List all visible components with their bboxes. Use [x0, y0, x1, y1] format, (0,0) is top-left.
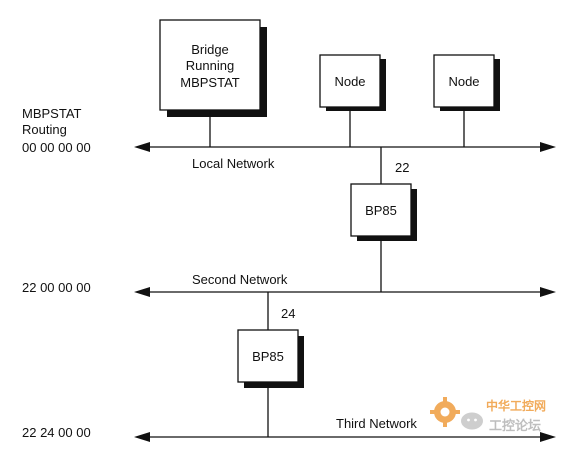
- lower-bp85-port: 24: [281, 306, 295, 321]
- upper-bp85-label: BP85: [365, 203, 397, 218]
- node-label-2: Node: [448, 74, 479, 89]
- bridge-box-line1: Bridge: [191, 42, 229, 57]
- third-network-label: Third Network: [336, 416, 417, 431]
- bridge-box-line3: MBPSTAT: [180, 75, 240, 90]
- arrow-left-icon: [134, 142, 150, 152]
- watermark-bottom-text: 工控论坛: [489, 418, 541, 433]
- address-second: 22 00 00 00: [22, 280, 91, 295]
- gear-icon: [430, 397, 460, 427]
- local-network-bus: [134, 142, 556, 152]
- routing-label-line2: Routing: [22, 122, 67, 137]
- bridge-box: Bridge Running MBPSTAT: [159, 19, 267, 117]
- arrow-left-icon: [134, 432, 150, 442]
- local-network-label: Local Network: [192, 156, 275, 171]
- arrow-right-icon: [540, 432, 556, 442]
- lower-bp85-label: BP85: [252, 349, 284, 364]
- chat-bubble-icon: [461, 412, 483, 430]
- second-network-bus: [134, 287, 556, 297]
- watermark-top-text: 中华工控网: [486, 398, 546, 413]
- routing-label-line1: MBPSTAT: [22, 106, 82, 121]
- node-label-1: Node: [334, 74, 365, 89]
- arrow-right-icon: [540, 287, 556, 297]
- bridge-box-line2: Running: [186, 58, 234, 73]
- second-network-label: Second Network: [192, 272, 288, 287]
- address-third: 22 24 00 00: [22, 425, 91, 440]
- upper-bp85-box: BP85: [350, 183, 417, 241]
- arrow-right-icon: [540, 142, 556, 152]
- address-local: 00 00 00 00: [22, 140, 91, 155]
- node-box-2: Node: [433, 54, 500, 111]
- node-box-1: Node: [319, 54, 386, 111]
- lower-bp85-box: BP85: [237, 329, 304, 388]
- watermark: 中华工控网 工控论坛: [430, 397, 546, 433]
- arrow-left-icon: [134, 287, 150, 297]
- third-network-bus: [134, 432, 556, 442]
- upper-bp85-port: 22: [395, 160, 409, 175]
